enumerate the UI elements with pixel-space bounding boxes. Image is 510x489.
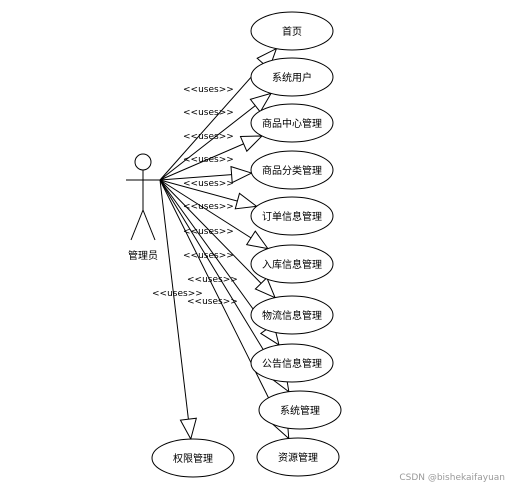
use-case-notice-info[interactable]: 公告信息管理 bbox=[250, 343, 334, 383]
use-case-label: 资源管理 bbox=[278, 451, 318, 464]
use-case-ellipse bbox=[151, 438, 235, 478]
use-case-system-management[interactable]: 系统管理 bbox=[258, 390, 342, 430]
uses-label-permission-management: <<uses>> bbox=[152, 289, 203, 299]
association-line-resource-management bbox=[159, 179, 290, 439]
actor-label: 管理员 bbox=[128, 249, 158, 262]
use-case-permission-management[interactable]: 权限管理 bbox=[151, 438, 235, 478]
uses-label-logistics-info: <<uses>> bbox=[183, 227, 234, 237]
use-case-system-users[interactable]: 系统用户 bbox=[250, 57, 334, 97]
association-line-system-users bbox=[159, 92, 272, 181]
use-case-ellipse bbox=[250, 196, 334, 236]
arrowhead-logistics-info bbox=[254, 276, 277, 299]
use-case-ellipse bbox=[250, 150, 334, 190]
use-case-ellipse bbox=[250, 11, 334, 51]
use-case-label: 首页 bbox=[282, 25, 302, 38]
use-case-label: 商品中心管理 bbox=[262, 117, 322, 130]
use-case-home[interactable]: 首页 bbox=[250, 11, 334, 51]
arrowhead-system-users bbox=[249, 92, 273, 113]
use-case-resource-management[interactable]: 资源管理 bbox=[256, 437, 340, 477]
uses-label-notice-info: <<uses>> bbox=[183, 251, 234, 261]
use-case-ellipse bbox=[258, 390, 342, 430]
use-case-ellipse bbox=[250, 103, 334, 143]
use-case-order-info[interactable]: 订单信息管理 bbox=[250, 196, 334, 236]
use-case-label: 系统用户 bbox=[272, 71, 312, 84]
actor-head bbox=[134, 153, 152, 171]
uses-label-home: <<uses>> bbox=[183, 85, 234, 95]
use-case-label: 公告信息管理 bbox=[262, 357, 322, 370]
use-case-label: 商品分类管理 bbox=[262, 164, 322, 177]
use-case-logistics-info[interactable]: 物流信息管理 bbox=[250, 295, 334, 335]
actor-admin[interactable]: 管理员 bbox=[126, 153, 160, 262]
arrowhead-product-category bbox=[230, 165, 253, 184]
use-case-label: 订单信息管理 bbox=[262, 210, 322, 223]
actor-right-leg bbox=[142, 209, 156, 241]
arrowhead-permission-management bbox=[179, 417, 198, 441]
watermark-text: CSDN @bishekaifayuan bbox=[399, 473, 505, 483]
use-case-label: 物流信息管理 bbox=[262, 309, 322, 322]
use-case-ellipse bbox=[250, 244, 334, 284]
arrowhead-inbound-info bbox=[245, 230, 270, 250]
use-case-product-center[interactable]: 商品中心管理 bbox=[250, 103, 334, 143]
use-case-label: 入库信息管理 bbox=[262, 258, 322, 271]
uses-label-resource-management: <<uses>> bbox=[187, 297, 238, 307]
uses-label-system-users: <<uses>> bbox=[183, 108, 234, 118]
association-line-permission-management bbox=[159, 179, 192, 440]
use-case-label: 系统管理 bbox=[280, 404, 320, 417]
uses-label-inbound-info: <<uses>> bbox=[183, 202, 234, 212]
association-line-inbound-info bbox=[159, 179, 269, 250]
use-case-label: 权限管理 bbox=[173, 452, 213, 465]
arrowhead-product-center bbox=[239, 135, 264, 153]
use-case-nodes: 首页系统用户商品中心管理商品分类管理订单信息管理入库信息管理物流信息管理公告信息… bbox=[151, 11, 342, 478]
use-case-ellipse bbox=[250, 295, 334, 335]
use-case-inbound-info[interactable]: 入库信息管理 bbox=[250, 244, 334, 284]
association-line-logistics-info bbox=[159, 179, 276, 299]
use-case-product-category[interactable]: 商品分类管理 bbox=[250, 150, 334, 190]
arrowhead-order-info bbox=[234, 192, 258, 210]
uses-label-order-info: <<uses>> bbox=[183, 179, 234, 189]
actor-left-leg bbox=[130, 209, 144, 241]
uses-label-system-management: <<uses>> bbox=[187, 275, 238, 285]
uses-label-product-category: <<uses>> bbox=[183, 155, 234, 165]
association-edges: <<uses>><<uses>><<uses>><<uses>><<uses>>… bbox=[152, 47, 290, 441]
use-case-ellipse bbox=[256, 437, 340, 477]
uses-label-product-center: <<uses>> bbox=[183, 132, 234, 142]
use-case-ellipse bbox=[250, 57, 334, 97]
use-case-ellipse bbox=[250, 343, 334, 383]
